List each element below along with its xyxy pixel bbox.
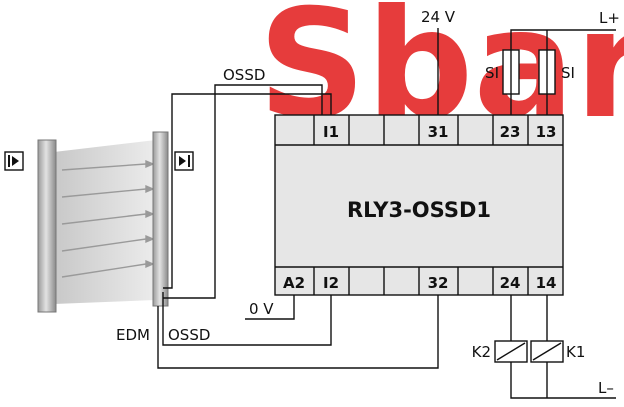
- wire-ossd-i2: [162, 292, 332, 346]
- terminal-a2: A2: [283, 274, 305, 292]
- label-edm: EDM: [116, 326, 150, 344]
- label-ossd-top: OSSD: [223, 66, 265, 84]
- label-l-plus: L+: [599, 9, 620, 27]
- wire-ossd-i1-inner: [163, 84, 323, 299]
- sender-post: [37, 139, 57, 313]
- relay-coil-k2: [494, 340, 528, 363]
- bottom-terminal-strip: [275, 266, 563, 295]
- light-curtain-receiver-icon: [174, 151, 194, 171]
- fuse-right-symbol: [538, 49, 556, 95]
- terminal-i2: I2: [323, 274, 339, 292]
- label-fuse-right: SI: [561, 64, 575, 82]
- label-l-minus: L–: [598, 379, 614, 397]
- terminal-32: 32: [428, 274, 449, 292]
- label-fuse-left: SI: [485, 64, 499, 82]
- terminal-i1: I1: [323, 123, 339, 141]
- light-curtain: [4, 131, 194, 313]
- terminal-24: 24: [500, 274, 521, 292]
- relay-module: RLY3-OSSD1 I1 31 23 13 A2 I2 32 24 14: [274, 114, 564, 296]
- relay-coil-k1: [530, 340, 564, 363]
- label-relay-k2: K2: [472, 343, 491, 361]
- wire-ossd-i1-outer: [163, 93, 332, 289]
- terminal-31: 31: [428, 123, 449, 141]
- wire-l-plus: [510, 29, 616, 50]
- label-relay-k1: K1: [566, 343, 585, 361]
- protective-field: [54, 140, 156, 304]
- light-curtain-sender-icon: [4, 151, 24, 171]
- receiver-post: [152, 131, 169, 307]
- fuse-left-symbol: [502, 49, 520, 95]
- light-beams: [61, 159, 155, 278]
- terminal-14: 14: [536, 274, 557, 292]
- wire-0v: [245, 295, 295, 320]
- wire-edm: [157, 295, 439, 369]
- label-ossd-bottom: OSSD: [168, 326, 210, 344]
- top-terminal-strip: [275, 115, 563, 146]
- label-0v: 0 V: [249, 300, 274, 318]
- terminal-23: 23: [500, 123, 521, 141]
- module-name: RLY3-OSSD1: [347, 198, 491, 222]
- terminal-13: 13: [536, 123, 557, 141]
- wire-l-minus: [510, 362, 616, 399]
- wires: [157, 28, 616, 399]
- label-24v: 24 V: [421, 8, 456, 26]
